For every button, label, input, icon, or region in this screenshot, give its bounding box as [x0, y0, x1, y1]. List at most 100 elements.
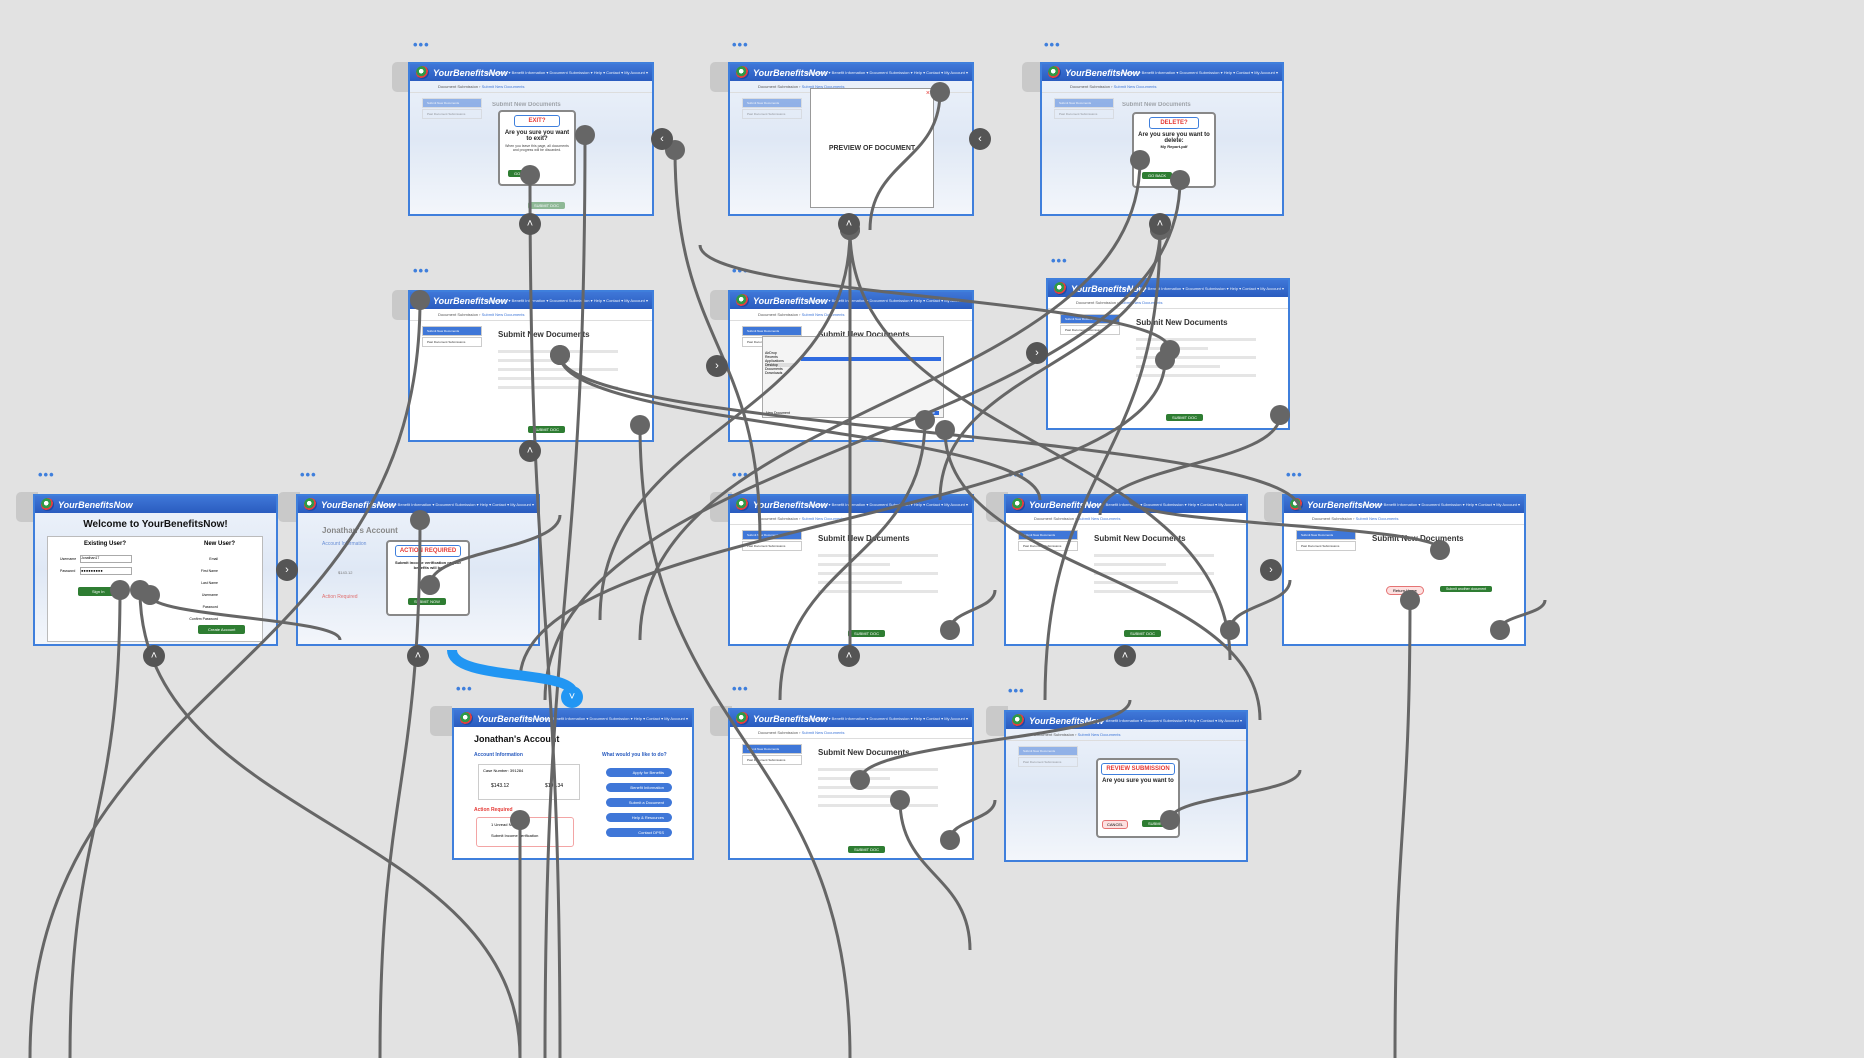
- top-menu[interactable]: Applications ▾ Benefit Information ▾ Doc…: [1079, 502, 1242, 507]
- submit-doc-button[interactable]: SUBMIT DOC: [528, 202, 566, 209]
- sidebar-item-past[interactable]: Past Document Submissions: [1018, 541, 1078, 551]
- top-menu[interactable]: Applications ▾ Benefit Information ▾ Doc…: [805, 70, 968, 75]
- create-account-button[interactable]: Create Account: [198, 625, 246, 634]
- screen-login: YourBenefitsNow Welcome to YourBenefitsN…: [33, 494, 278, 646]
- more-dots-icon[interactable]: •••: [300, 467, 317, 482]
- sidebar-item-submit[interactable]: Submit New Documents: [1296, 530, 1356, 540]
- sidebar-item-submit[interactable]: Submit New Documents: [742, 530, 802, 540]
- logo-icon: [1290, 498, 1303, 511]
- sidebar-item-submit[interactable]: Submit New Documents: [422, 326, 482, 336]
- top-menu[interactable]: Applications ▾ Benefit Information ▾ Doc…: [525, 716, 688, 721]
- sidebar-item-submit[interactable]: Submit New Documents: [742, 326, 802, 336]
- chevron-left-icon[interactable]: ‹: [651, 128, 673, 150]
- sidebar-item-past[interactable]: Past Document Submissions: [1018, 757, 1078, 767]
- sidebar-item-submit[interactable]: Submit New Documents: [1060, 314, 1120, 324]
- page-title: Submit New Documents: [1122, 102, 1191, 108]
- delete-modal: DELETE? Are you sure you want to delete:…: [1132, 112, 1216, 188]
- top-menu[interactable]: Applications ▾ Benefit Information ▾ Doc…: [485, 70, 648, 75]
- chevron-right-icon[interactable]: ›: [276, 559, 298, 581]
- sidebar-item-past[interactable]: Past Document Submissions: [1060, 325, 1120, 335]
- sidebar-item-past[interactable]: Past Document Submissions: [742, 109, 802, 119]
- sidebar-item-submit[interactable]: Submit New Documents: [742, 98, 802, 108]
- top-menu[interactable]: Applications ▾ Benefit Information ▾ Doc…: [1115, 70, 1278, 75]
- more-dots-icon[interactable]: •••: [38, 467, 55, 482]
- chevron-right-icon[interactable]: ›: [1260, 559, 1282, 581]
- done-button[interactable]: Done: [922, 411, 939, 415]
- sidebar-item-submit[interactable]: Submit New Documents: [1054, 98, 1114, 108]
- benefit-info-button[interactable]: Benefit Information: [606, 783, 672, 792]
- chevron-up-icon[interactable]: ˄: [1114, 645, 1136, 667]
- top-menu[interactable]: Applications ▾ Benefit Information ▾ Doc…: [805, 716, 968, 721]
- more-dots-icon[interactable]: •••: [1008, 683, 1025, 698]
- chevron-up-icon[interactable]: ˄: [407, 645, 429, 667]
- close-icon[interactable]: ×: [925, 90, 930, 97]
- sidebar-item-submit[interactable]: Submit New Documents: [1018, 746, 1078, 756]
- more-dots-icon[interactable]: •••: [413, 263, 430, 278]
- more-dots-icon[interactable]: •••: [413, 37, 430, 52]
- chevron-up-icon[interactable]: ˄: [519, 440, 541, 462]
- more-dots-icon[interactable]: •••: [1044, 37, 1061, 52]
- top-menu[interactable]: Applications ▾ Benefit Information ▾ Doc…: [805, 298, 968, 303]
- top-menu[interactable]: Applications ▾ Benefit Information ▾ Doc…: [371, 502, 534, 507]
- submit-doc-button[interactable]: SUBMIT DOC: [848, 846, 886, 853]
- go-back-button[interactable]: GO BACK: [508, 170, 539, 177]
- page-title: Submit New Documents: [818, 748, 910, 757]
- cancel-button[interactable]: CANCEL: [1102, 820, 1129, 829]
- top-menu[interactable]: Applications ▾ Benefit Information ▾ Doc…: [1357, 502, 1520, 507]
- chevron-up-icon[interactable]: ˄: [1149, 213, 1171, 235]
- sign-in-button[interactable]: Sign In: [78, 587, 119, 596]
- more-dots-icon[interactable]: •••: [456, 681, 473, 696]
- apply-benefits-button[interactable]: Apply for Benefits: [606, 768, 672, 777]
- submit-button[interactable]: SUBMIT: [1142, 820, 1170, 827]
- more-dots-icon[interactable]: •••: [732, 37, 749, 52]
- top-menu[interactable]: Applications ▾ Benefit Information ▾ Doc…: [1121, 286, 1284, 291]
- top-menu[interactable]: Applications ▾ Benefit Information ▾ Doc…: [805, 502, 968, 507]
- picker-item[interactable]: Downloads: [765, 371, 783, 375]
- chevron-right-icon[interactable]: ›: [1026, 342, 1048, 364]
- field-label: First Name: [200, 569, 218, 573]
- more-dots-icon[interactable]: •••: [732, 681, 749, 696]
- chevron-left-icon[interactable]: ‹: [969, 128, 991, 150]
- top-menu[interactable]: Applications ▾ Benefit Information ▾ Doc…: [485, 298, 648, 303]
- sidebar-item-past[interactable]: Past Document Submissions: [742, 541, 802, 551]
- chevron-up-icon[interactable]: ˄: [838, 213, 860, 235]
- more-dots-icon[interactable]: •••: [1051, 253, 1068, 268]
- more-dots-icon[interactable]: •••: [1008, 467, 1025, 482]
- submit-doc-button[interactable]: SUBMIT DOC: [848, 630, 886, 637]
- submit-doc-button[interactable]: SUBMIT DOC: [528, 426, 566, 433]
- sidebar-item-past[interactable]: Past Document Submissions: [422, 337, 482, 347]
- chevron-up-icon[interactable]: ˄: [143, 645, 165, 667]
- new-document-button[interactable]: New Document: [766, 411, 790, 415]
- go-back-button[interactable]: GO BACK: [1142, 172, 1173, 179]
- sidebar-item-submit[interactable]: Submit New Documents: [742, 744, 802, 754]
- sidebar-item-past[interactable]: Past Document Submissions: [1054, 109, 1114, 119]
- password-field[interactable]: ●●●●●●●●●: [80, 567, 132, 575]
- contact-button[interactable]: Contact DPSS: [606, 828, 672, 837]
- top-menu[interactable]: Applications ▾ Benefit Information ▾ Doc…: [1079, 718, 1242, 723]
- chevron-right-icon[interactable]: ›: [706, 355, 728, 377]
- submit-document-button[interactable]: Submit a Document: [606, 798, 672, 807]
- submit-doc-button[interactable]: SUBMIT DOC: [1124, 630, 1162, 637]
- help-resources-button[interactable]: Help & Resources: [606, 813, 672, 822]
- chevron-up-icon[interactable]: ˄: [519, 213, 541, 235]
- section-heading: What would you like to do?: [602, 752, 667, 758]
- return-home-button[interactable]: Return Home: [1386, 586, 1424, 595]
- sidebar-item-past[interactable]: Past Document Submissions: [742, 755, 802, 765]
- submit-doc-button[interactable]: SUBMIT DOC: [1166, 414, 1204, 421]
- submit-another-button[interactable]: Submit another document: [1440, 586, 1493, 592]
- income-verification-link[interactable]: Submit Income Verification: [491, 833, 539, 838]
- more-dots-icon[interactable]: •••: [732, 467, 749, 482]
- more-dots-icon[interactable]: •••: [1286, 467, 1303, 482]
- page-title: Submit New Documents: [492, 102, 561, 108]
- submit-now-button[interactable]: SUBMIT NOW: [408, 598, 446, 605]
- chevron-up-icon[interactable]: ˄: [838, 645, 860, 667]
- unread-notice-link[interactable]: 1 Unread Notice: [491, 822, 520, 827]
- more-dots-icon[interactable]: •••: [732, 263, 749, 278]
- sidebar-item-submit[interactable]: Submit New Documents: [422, 98, 482, 108]
- chevron-down-icon[interactable]: ˅: [561, 686, 583, 708]
- sidebar-item-past[interactable]: Past Document Submissions: [422, 109, 482, 119]
- username-field[interactable]: Jonathan17: [80, 555, 132, 563]
- brand-name: YourBenefitsNow: [433, 295, 508, 306]
- sidebar-item-submit[interactable]: Submit New Documents: [1018, 530, 1078, 540]
- sidebar-item-past[interactable]: Past Document Submissions: [1296, 541, 1356, 551]
